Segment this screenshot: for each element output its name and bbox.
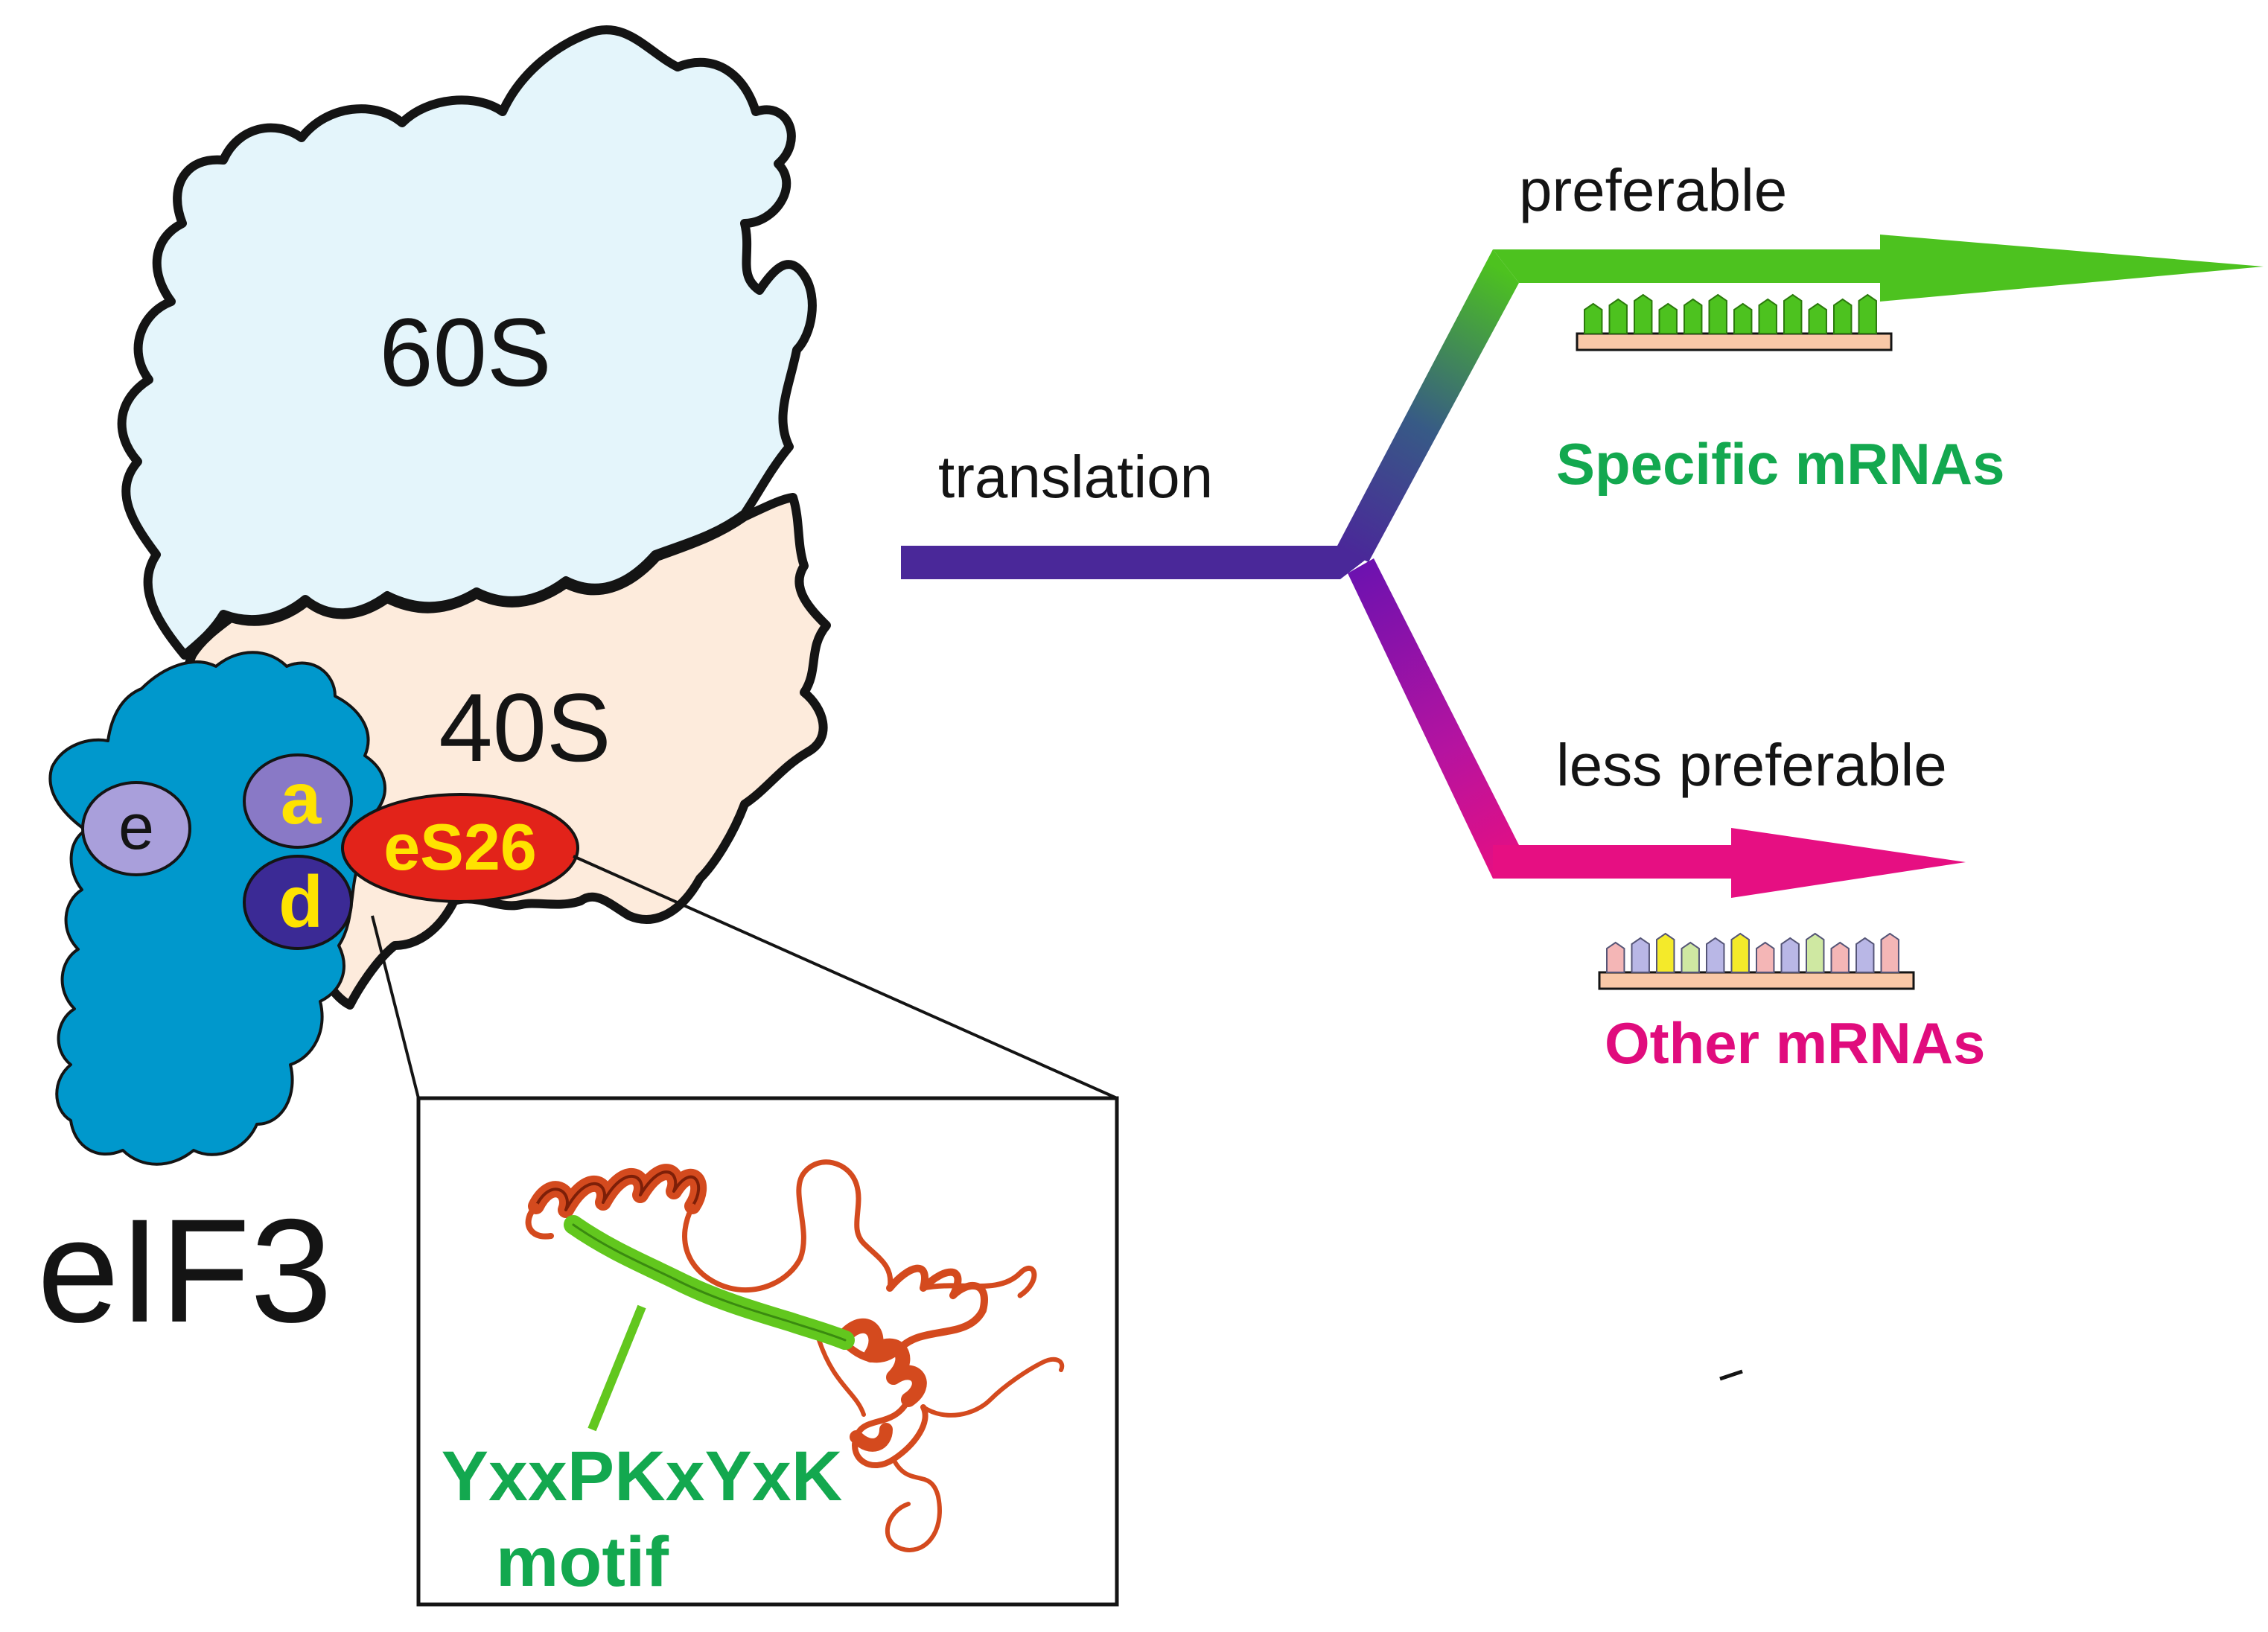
translation-label: translation: [938, 444, 1213, 510]
mrna-tooth: [1733, 302, 1753, 334]
upper-branch: [1337, 249, 1519, 562]
mrna-tooth: [1631, 937, 1650, 973]
preferable-label: preferable: [1519, 157, 1787, 223]
mrna-tooth: [1856, 937, 1875, 973]
mrna-tooth: [1658, 302, 1678, 334]
mrna-tooth: [1706, 937, 1725, 973]
mrna-tooth: [1783, 293, 1803, 334]
structure-inset-box: [416, 1096, 1119, 1607]
mrna-tooth: [1634, 293, 1653, 334]
subunit-a-circle: [243, 753, 353, 849]
mrna-tooth: [1656, 932, 1675, 973]
mrna-backbone: [1598, 971, 1915, 990]
mrna-backbone: [1576, 332, 1893, 351]
subunit-e-circle: [81, 781, 191, 876]
specific-mrnas-label: Specific mRNAs: [1556, 431, 2005, 497]
es26-oval: [341, 793, 579, 903]
upper-arrowhead: [1880, 235, 2264, 302]
small-subunit-label: 40S: [439, 673, 611, 782]
less-preferable-label: less preferable: [1556, 732, 1947, 798]
motif-word-label: motif: [496, 1523, 669, 1601]
subunit-d-label: d: [278, 861, 323, 943]
subunit-d-circle: [243, 855, 353, 950]
mrna-tooth: [1858, 293, 1877, 334]
mrna-tooth: [1780, 937, 1800, 973]
mrna-tooth: [1756, 941, 1775, 973]
mrna-tooth: [1758, 298, 1777, 334]
mrna-tooth: [1880, 932, 1899, 973]
mrna-tooth: [1830, 941, 1850, 973]
mrna-tooth: [1606, 941, 1625, 973]
mrna-tooth: [1708, 293, 1727, 334]
lower-shaft: [1493, 845, 1739, 879]
stray-mark: [1719, 1369, 1743, 1381]
mrna-tooth: [1806, 932, 1825, 973]
mrna-tooth: [1730, 932, 1750, 973]
translation-trunk: [901, 546, 1366, 579]
es26-ribbon-structure: [525, 1159, 1065, 1552]
other-mrna-glyph: [1598, 932, 1915, 990]
zoom-line-right: [573, 855, 1118, 1100]
zoom-line-left: [371, 915, 420, 1099]
mrna-tooth: [1684, 298, 1703, 334]
subunit-e-label: e: [118, 791, 154, 863]
specific-mrna-glyph: [1576, 293, 1893, 351]
mrna-tooth: [1608, 298, 1628, 334]
mrna-tooth: [1584, 302, 1603, 334]
large-subunit-label: 60S: [379, 298, 551, 407]
lower-arrowhead: [1731, 828, 1966, 898]
es26-label: eS26: [383, 810, 537, 884]
other-mrnas-label: Other mRNAs: [1605, 1010, 1985, 1076]
subunit-a-label: a: [281, 757, 322, 839]
mrna-tooth: [1681, 941, 1700, 973]
mrna-tooth: [1808, 302, 1827, 334]
mrna-tooth: [1833, 298, 1853, 334]
motif-sequence-label: YxxPKxYxK: [442, 1437, 843, 1516]
motif-pointer-line: [587, 1304, 646, 1432]
lower-branch: [1348, 558, 1519, 879]
eif3-label: eIF3: [37, 1188, 332, 1353]
upper-shaft: [1493, 249, 1884, 283]
